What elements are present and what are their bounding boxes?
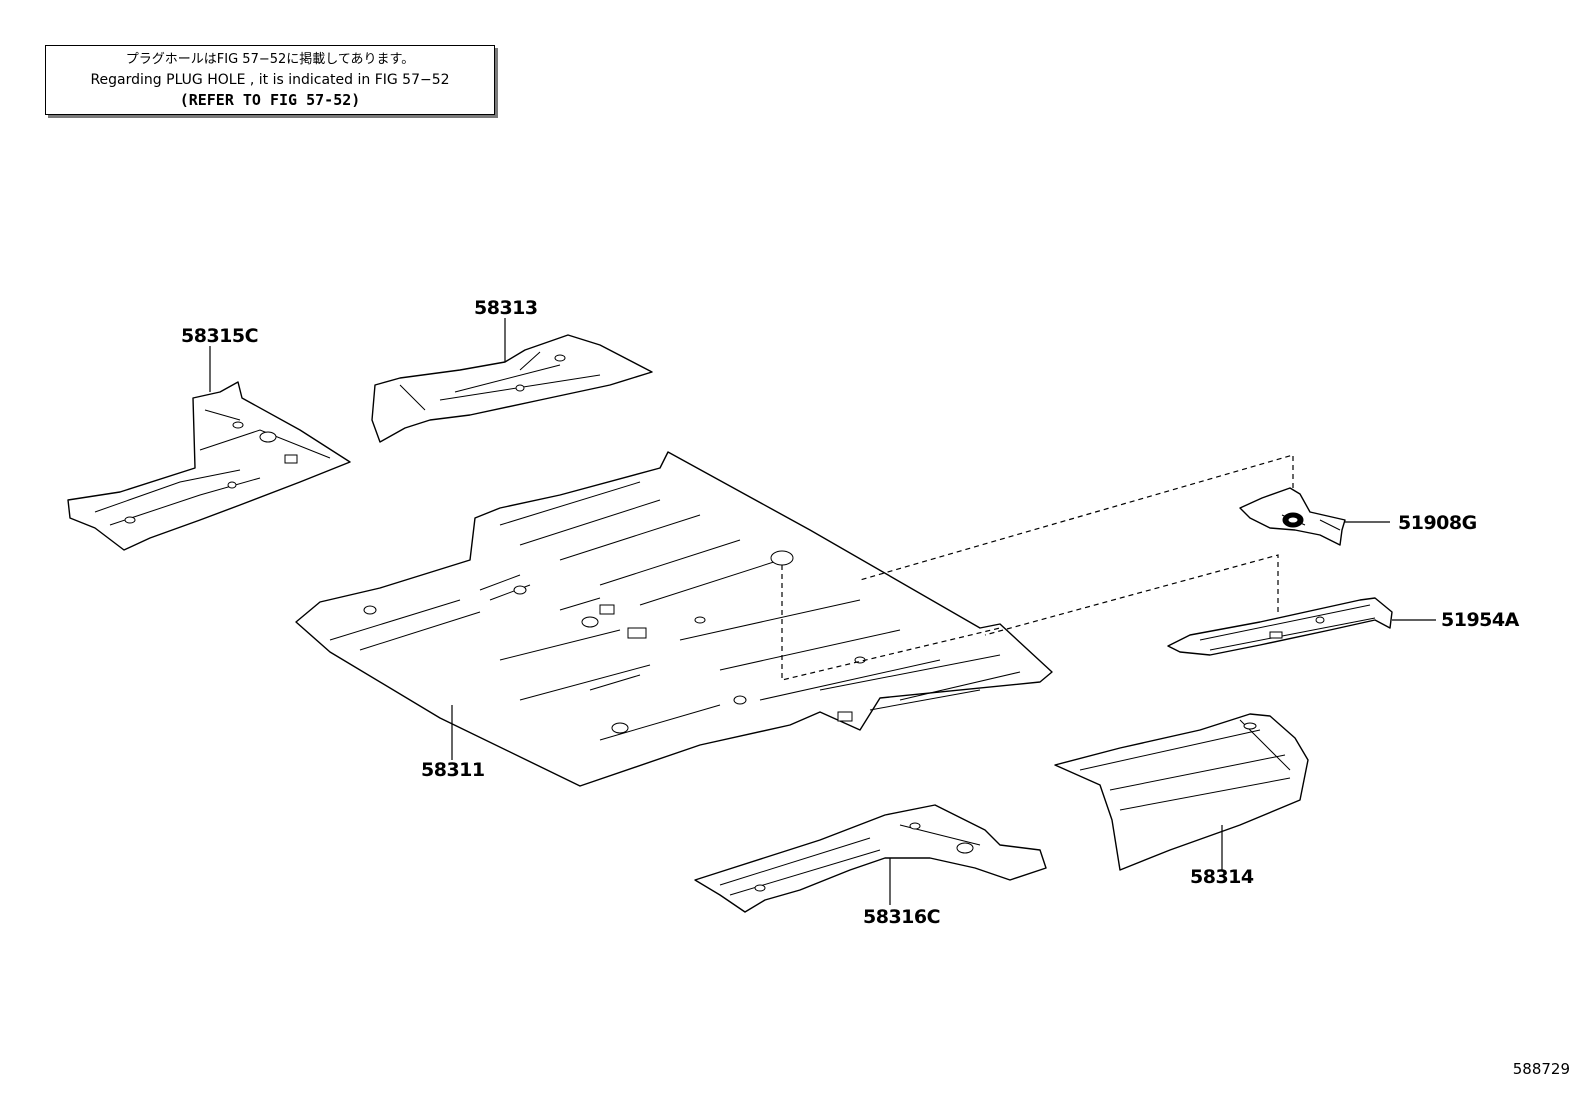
part-58316C-drawing[interactable] [694, 804, 1047, 913]
figure-id: 588729 [1512, 1060, 1570, 1078]
part-58313-drawing[interactable] [371, 318, 653, 443]
callout-58316C[interactable]: 58316C [863, 906, 941, 928]
part-51908G-drawing[interactable] [859, 454, 1390, 581]
callout-51954A[interactable]: 51954A [1441, 609, 1519, 631]
reference-note: プラグホールはFIG 57−52に掲載してあります。 Regarding PLU… [45, 45, 495, 115]
callout-58313[interactable]: 58313 [474, 297, 538, 319]
part-58311-drawing[interactable] [295, 451, 1053, 787]
note-english: Regarding PLUG HOLE , it is indicated in… [90, 72, 450, 88]
note-reference: (REFER TO FIG 57-52) [179, 91, 361, 109]
callout-58314[interactable]: 58314 [1190, 866, 1254, 888]
note-japanese: プラグホールはFIG 57−52に掲載してあります。 [125, 52, 415, 67]
callout-58315C[interactable]: 58315C [181, 325, 259, 347]
part-58315C-drawing[interactable] [67, 346, 351, 551]
callout-51908G[interactable]: 51908G [1398, 512, 1477, 534]
part-58314-drawing[interactable] [1054, 713, 1309, 871]
part-51954A-drawing[interactable] [984, 554, 1436, 656]
callout-58311[interactable]: 58311 [421, 759, 485, 781]
